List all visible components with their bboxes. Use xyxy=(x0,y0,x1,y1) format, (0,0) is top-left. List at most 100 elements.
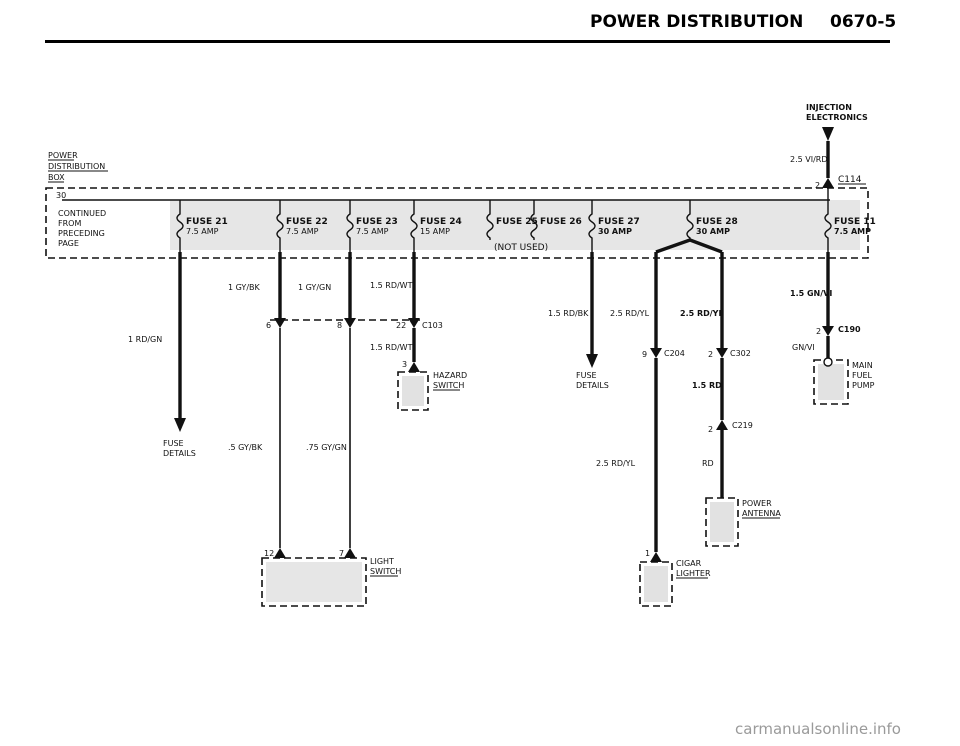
fuse-details-arrow-icon xyxy=(174,418,186,432)
box-note-3: PRECEDING xyxy=(58,229,105,238)
fuse-details-mid-1: FUSE xyxy=(576,371,597,380)
pin-9-icon xyxy=(650,348,662,358)
fuse-25-name: FUSE 25 xyxy=(496,217,538,227)
box-note-1: CONTINUED xyxy=(58,209,106,218)
hazard-switch-box xyxy=(397,371,429,411)
power-distribution-box xyxy=(45,187,869,259)
injection-arrow-icon xyxy=(822,127,834,141)
pin-8-icon xyxy=(344,318,356,328)
pin-c114: 2 xyxy=(815,181,820,190)
fuse-21: FUSE 21 7.5 AMP xyxy=(176,200,228,252)
light-switch-shade xyxy=(266,562,362,602)
pin-22-icon xyxy=(408,318,420,328)
box-note-2: FROM xyxy=(58,219,81,228)
fuse-11-rating: 7.5 AMP xyxy=(834,227,871,236)
wire-label-rd-15: 1.5 RD xyxy=(692,381,722,390)
c114-connector-icon xyxy=(822,178,834,188)
antenna-label-1: POWER xyxy=(742,499,772,508)
wire-label-gn-vi-2: GN/VI xyxy=(792,343,815,352)
connector-c190: C190 xyxy=(838,325,861,334)
cigar-lighter-box xyxy=(639,561,673,607)
cigar-label-2: LIGHTER xyxy=(676,569,711,578)
fuse-27-rating: 30 AMP xyxy=(598,227,632,236)
wire-label-gy-gn-075: .75 GY/GN xyxy=(306,443,347,452)
page-title: POWER DISTRIBUTION xyxy=(590,12,803,32)
fuse-21-name: FUSE 21 xyxy=(186,217,228,227)
cigar-label-1: CIGAR xyxy=(676,559,702,568)
fuse-26-name: FUSE 26 xyxy=(540,217,582,227)
pin-c302-icon xyxy=(716,348,728,358)
watermark: carmanualsonline.info xyxy=(735,720,901,738)
pin-1-icon xyxy=(650,552,662,562)
fuse-28-name: FUSE 28 xyxy=(696,217,738,227)
wire-label-rd-wt-bottom: 1.5 RD/WT xyxy=(370,343,413,352)
connector-c204: C204 xyxy=(664,349,685,358)
wire-label-rd-yl-3: 2.5 RD/YL xyxy=(596,459,636,468)
main-label-2: FUEL xyxy=(852,371,873,380)
wire-label-rd-wt-top: 1.5 RD/WT xyxy=(370,281,413,290)
box-note-4: PAGE xyxy=(58,239,79,248)
pin-12-icon xyxy=(274,548,286,558)
fuse-28-rating: 30 AMP xyxy=(696,227,730,236)
pin-7-icon xyxy=(344,548,356,558)
wire-label-gn-vi-1: 1.5 GN/VI xyxy=(790,289,832,298)
light-label-2: SWITCH xyxy=(370,567,401,576)
fuse-27: FUSE 27 30 AMP xyxy=(588,200,640,252)
wire-label-rd-bk: 1.5 RD/BK xyxy=(548,309,589,318)
wire-label-rd: RD xyxy=(702,459,714,468)
pin-c219: 2 xyxy=(708,425,713,434)
pin-12: 12 xyxy=(264,549,274,558)
fuse-24-name: FUSE 24 xyxy=(420,217,462,227)
fuse-11: FUSE 11 7.5 AMP xyxy=(824,188,876,252)
pin-c190: 2 xyxy=(816,327,821,336)
fuse-23-name: FUSE 23 xyxy=(356,217,398,227)
connector-c302: C302 xyxy=(730,349,751,358)
connector-c103: C103 xyxy=(422,321,443,330)
fuse-21-rating: 7.5 AMP xyxy=(186,227,219,236)
wire-label-gy-bk: 1 GY/BK xyxy=(228,283,261,292)
pin-6-icon xyxy=(274,318,286,328)
fuse-24-rating: 15 AMP xyxy=(420,227,450,236)
pin-22: 22 xyxy=(396,321,406,330)
antenna-label-2: ANTENNA xyxy=(742,509,781,518)
wire-label-gy-gn: 1 GY/GN xyxy=(298,283,331,292)
fuse-details-mid-2: DETAILS xyxy=(576,381,609,390)
wire-label-rd-yl-2: 2.5 RD/YL xyxy=(680,309,724,318)
light-switch-box xyxy=(261,557,367,607)
box-title-1: POWER xyxy=(48,151,78,160)
main-label-1: MAIN xyxy=(852,361,873,370)
hazard-switch-shade xyxy=(402,376,424,406)
fuse-25: FUSE 25 xyxy=(486,200,538,240)
pin-6: 6 xyxy=(266,321,271,330)
fuse-23: FUSE 23 7.5 AMP xyxy=(346,200,398,252)
connector-c219: C219 xyxy=(732,421,753,430)
header-rule xyxy=(45,40,890,43)
fuse-details-left-1: FUSE xyxy=(163,439,184,448)
fuse-23-rating: 7.5 AMP xyxy=(356,227,389,236)
main-label-3: PUMP xyxy=(852,381,875,390)
main-fuel-pump-shade xyxy=(818,364,844,400)
wire-label-gy-bk-05: .5 GY/BK xyxy=(228,443,263,452)
not-used-label: (NOT USED) xyxy=(494,243,548,253)
fuse-27-name: FUSE 27 xyxy=(598,217,640,227)
fuse-22: FUSE 22 7.5 AMP xyxy=(276,200,328,252)
fuse-28: FUSE 28 30 AMP xyxy=(686,200,738,240)
fuse-details-mid-arrow-icon xyxy=(586,354,598,368)
pin-c302: 2 xyxy=(708,350,713,359)
cigar-lighter-shade xyxy=(644,566,668,602)
wire-label-rd-gn: 1 RD/GN xyxy=(128,335,162,344)
injection-label-1: INJECTION xyxy=(806,103,852,112)
light-label-1: LIGHT xyxy=(370,557,394,566)
box-title-3: BOX xyxy=(48,173,65,182)
page-number: 0670-5 xyxy=(830,12,896,32)
wire-label-rd-yl-1: 2.5 RD/YL xyxy=(610,309,650,318)
hazard-label-1: HAZARD xyxy=(433,371,467,380)
pin-1: 1 xyxy=(645,549,650,558)
pin-7: 7 xyxy=(339,549,344,558)
injection-label-2: ELECTRONICS xyxy=(806,113,868,122)
pin-3: 3 xyxy=(402,360,407,369)
fuse-22-rating: 7.5 AMP xyxy=(286,227,319,236)
wire-label-vi-rd: 2.5 VI/RD xyxy=(790,155,828,164)
box-shading xyxy=(170,200,860,250)
